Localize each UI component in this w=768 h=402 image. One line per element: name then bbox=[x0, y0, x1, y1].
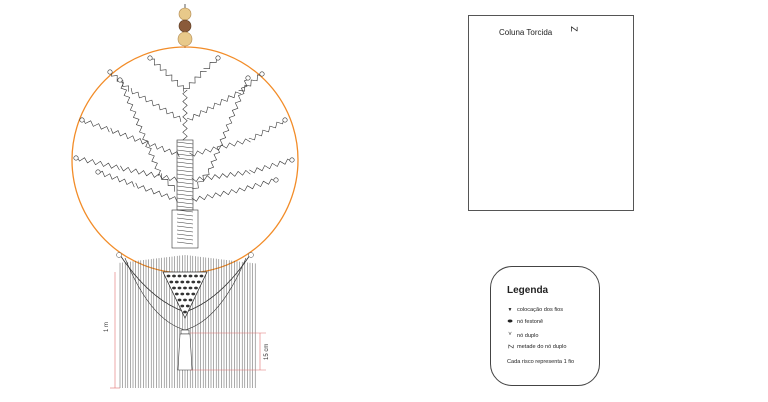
legend-row-feston-knot: ⬬ nó festonê bbox=[503, 319, 543, 326]
twist-column-panel: Coluna Torcida Z bbox=[468, 15, 634, 211]
thread-placement-icon: ▼ bbox=[507, 307, 513, 313]
tree-branches bbox=[73, 55, 295, 203]
legend-label: nó duplo bbox=[517, 333, 539, 339]
trunk-knots bbox=[176, 141, 194, 245]
dimension-lines bbox=[110, 272, 266, 389]
legend-box: Legenda ▼colocação dos fios ⬬nó festonê … bbox=[490, 266, 600, 386]
legend-label: metade do nó duplo bbox=[517, 344, 567, 350]
dimension-label-total: 1 m bbox=[104, 321, 110, 332]
double-knot-icon: ⱽ bbox=[508, 332, 512, 339]
legend-title: Legenda bbox=[507, 285, 549, 296]
dimension-label-tassel: 15 cm bbox=[264, 343, 270, 360]
half-double-knot-icon: Z bbox=[506, 344, 514, 349]
diamond-v-pattern bbox=[162, 271, 208, 319]
center-tassel bbox=[177, 329, 193, 371]
twist-column-title: Coluna Torcida bbox=[499, 28, 553, 37]
tree-trunk bbox=[171, 139, 199, 249]
hanging-beads bbox=[177, 4, 193, 48]
legend-row-thread-placement: ▼ colocação dos fios bbox=[503, 307, 564, 313]
feston-knot-icon: ⬬ bbox=[507, 319, 513, 325]
legend-label: colocação dos fios bbox=[517, 307, 564, 313]
legend-note: Cada risco representa 1 fio bbox=[507, 359, 575, 365]
legend-row-double-knot: ⱽ nó duplo bbox=[503, 331, 538, 339]
legend-label: nó festonê bbox=[517, 319, 544, 325]
half-hitch-z-icon: Z bbox=[568, 26, 579, 32]
